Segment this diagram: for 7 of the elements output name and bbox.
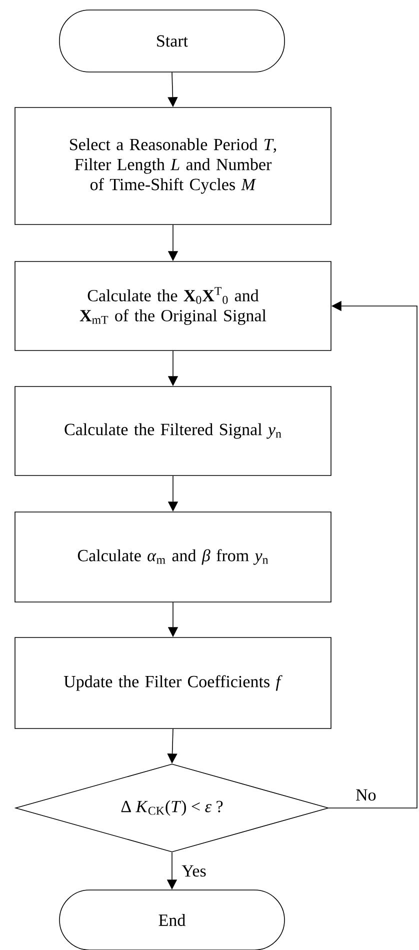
process-box: Calculate the Filtered Signal y$_{n}$	[14, 386, 332, 476]
process-box: Select a Reasonable Period T, Filter Length L and Number of Time-Shift Cycles M	[14, 107, 332, 225]
process-box: Calculate α$_{m}$ and β from y$_{n}$	[14, 512, 332, 602]
process-box: Update the Filter Coefficients f	[14, 637, 332, 729]
edge-label: No	[354, 788, 378, 802]
process-box: Calculate the X$_{0}$X$^{T}$$_{0}$ and X$_{mT}$ of the Original Signal	[14, 261, 332, 351]
edge-label: Yes	[180, 864, 208, 878]
